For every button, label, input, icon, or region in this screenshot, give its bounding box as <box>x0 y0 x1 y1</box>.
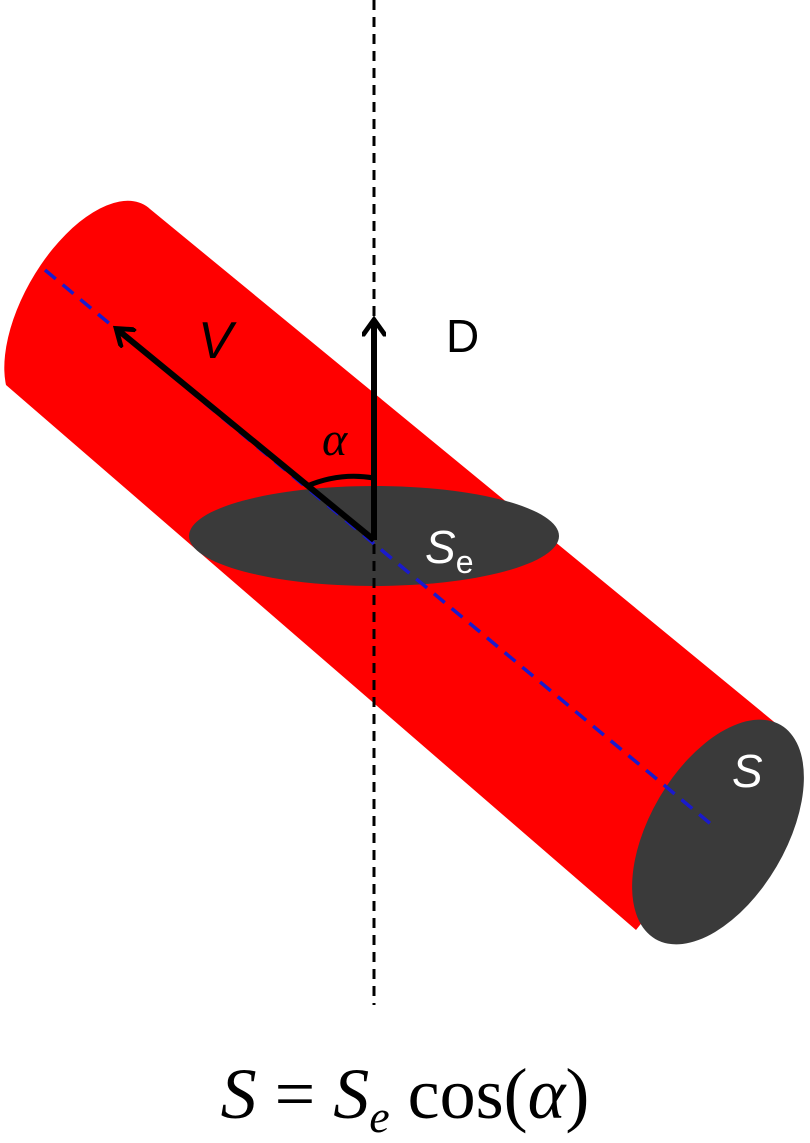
equation-equals: = <box>257 1054 334 1134</box>
direction-label: D <box>446 310 479 362</box>
effective-section-label: Se <box>425 521 473 580</box>
equation-arg: α <box>528 1054 567 1134</box>
equation-func: cos( <box>390 1054 528 1134</box>
equation: S = Se cos(α) <box>221 1054 590 1142</box>
velocity-label: V <box>198 312 237 370</box>
angle-arc <box>306 473 375 489</box>
effective-section-label-main: S <box>425 521 456 573</box>
equation-lhs: S <box>221 1054 257 1134</box>
equation-close: ) <box>565 1054 589 1134</box>
angle-label: α <box>322 413 348 466</box>
equation-s-main: S <box>333 1054 369 1134</box>
velocity-arrow <box>118 330 376 543</box>
equation-s-sub: e <box>369 1091 389 1142</box>
end-cap-section <box>632 719 804 945</box>
true-section-label: S <box>732 745 763 797</box>
effective-section-label-sub: e <box>456 544 474 580</box>
